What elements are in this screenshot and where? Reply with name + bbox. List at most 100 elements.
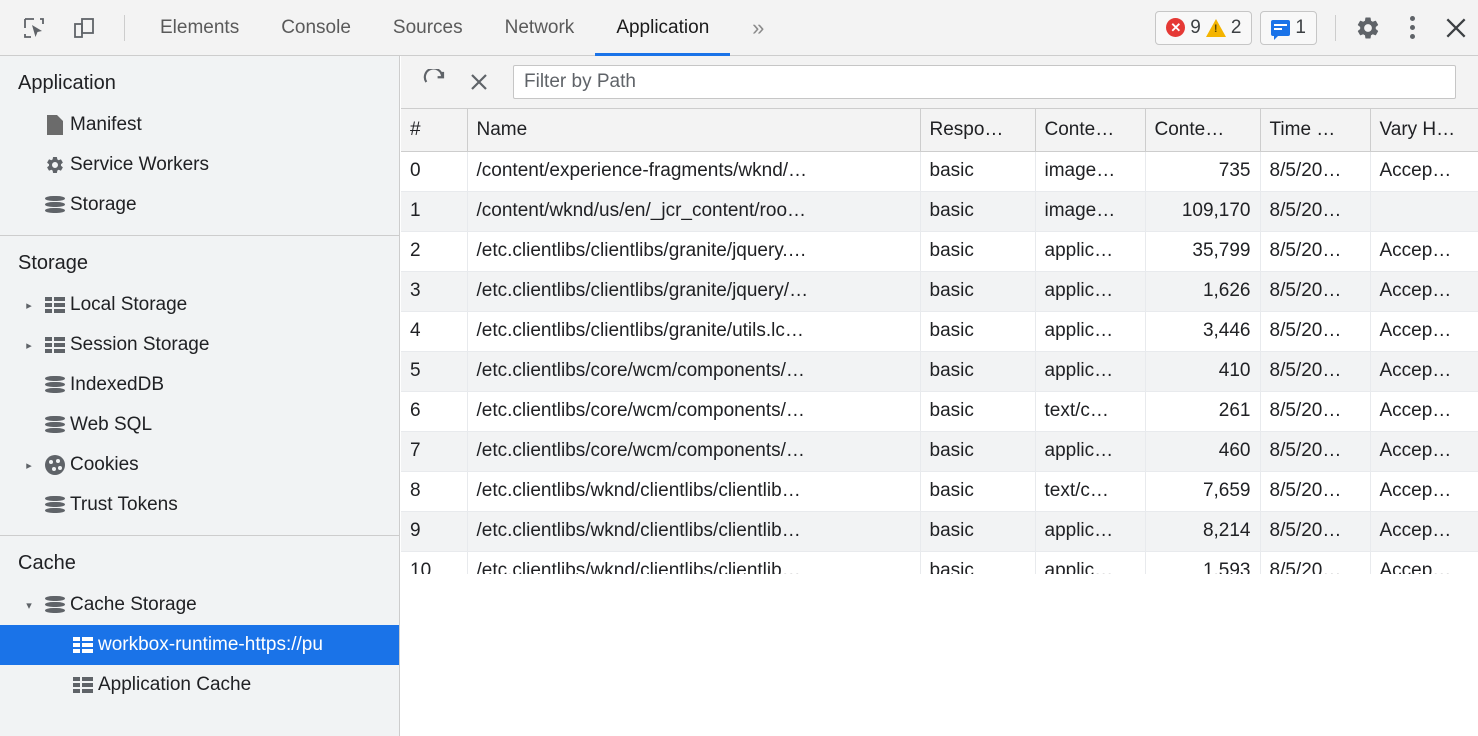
sidebar-item-local-storage[interactable]: ▸ Local Storage — [0, 285, 399, 325]
database-icon — [40, 375, 70, 395]
sidebar-item-storage[interactable]: ▸ Storage — [0, 185, 399, 225]
error-count: 9 — [1190, 17, 1201, 38]
warning-count: 2 — [1230, 17, 1242, 38]
sidebar-section-title-storage: Storage — [18, 252, 89, 274]
cell-index: 4 — [401, 311, 468, 352]
cell-content-length: 7,659 — [1145, 471, 1261, 512]
database-icon — [40, 195, 70, 215]
cell-content-type: image… — [1035, 191, 1146, 232]
sidebar-item-service-workers[interactable]: ▸ Service Workers — [0, 145, 399, 185]
cache-entries-grid[interactable]: # Name Respo… Conte… Conte… Time … Vary … — [401, 109, 1478, 615]
sidebar-item-application-cache[interactable]: ▸ Application Cache — [0, 665, 399, 705]
cell-name: /etc.clientlibs/core/wcm/components/… — [467, 391, 921, 432]
inspect-cursor-icon[interactable] — [12, 6, 56, 50]
sidebar-item-cache-storage[interactable]: ▾ Cache Storage — [0, 585, 399, 625]
error-icon: ✕ — [1166, 18, 1186, 37]
sidebar-item-web-sql[interactable]: ▸ Web SQL — [0, 405, 399, 445]
cell-name: /etc.clientlibs/clientlibs/granite/jquer… — [467, 231, 921, 272]
kebab-dots — [1409, 16, 1415, 39]
cell-vary-header: Accep… — [1370, 231, 1478, 272]
error-warning-counters[interactable]: ✕ 9 2 — [1155, 10, 1253, 45]
table-row[interactable]: 0 /content/experience-fragments/wknd/… b… — [401, 151, 1478, 192]
inspect-cursor-glyph — [24, 17, 44, 38]
cell-index: 3 — [401, 271, 468, 312]
tab-application[interactable]: Application — [595, 0, 731, 56]
chevron-right-icon[interactable]: ▸ — [26, 459, 32, 472]
close-icon[interactable] — [1434, 6, 1478, 50]
cell-content-type: text/c… — [1035, 471, 1146, 512]
table-row[interactable]: 3 /etc.clientlibs/clientlibs/granite/jqu… — [401, 271, 1478, 312]
column-header-index[interactable]: # — [401, 109, 468, 152]
close-glyph — [1446, 18, 1466, 37]
cell-index: 2 — [401, 231, 468, 272]
cell-response-type: basic — [920, 271, 1036, 312]
tab-sources-label: Sources — [392, 16, 463, 38]
kebab-menu-icon[interactable] — [1390, 6, 1434, 50]
cell-vary-header: Accep… — [1370, 431, 1478, 472]
column-header-name[interactable]: Name — [467, 109, 921, 152]
warning-icon — [1205, 18, 1226, 37]
table-row[interactable]: 8 /etc.clientlibs/wknd/clientlibs/client… — [401, 471, 1478, 512]
chevron-down-icon[interactable]: ▾ — [26, 599, 32, 612]
sidebar-item-cookies[interactable]: ▸ Cookies — [0, 445, 399, 485]
cell-content-type: applic… — [1035, 311, 1146, 352]
sidebar-section-cache: Cache ▾ Cache Storage ▸ workbox-runtime-… — [0, 536, 399, 715]
sidebar-section-storage: Storage ▸ Local Storage ▸ Session Storag… — [0, 236, 399, 536]
application-sidebar[interactable]: Application ▸ Manifest ▸ Service Workers… — [0, 56, 400, 736]
cell-vary-header: Accep… — [1370, 311, 1478, 352]
filter-by-path-input[interactable] — [513, 65, 1456, 99]
tab-sources[interactable]: Sources — [372, 0, 484, 56]
cell-index: 6 — [401, 391, 468, 432]
tab-elements-label: Elements — [160, 16, 240, 38]
issues-counter[interactable]: 1 — [1260, 10, 1317, 45]
refresh-icon[interactable] — [413, 60, 457, 104]
table-body: 0 /content/experience-fragments/wknd/… b… — [401, 151, 1478, 615]
table-icon — [40, 297, 70, 313]
column-header-vary-header[interactable]: Vary H… — [1370, 109, 1478, 152]
cell-name: /etc.clientlibs/clientlibs/granite/jquer… — [467, 271, 921, 312]
tab-console[interactable]: Console — [260, 0, 372, 56]
table-row[interactable]: 4 /etc.clientlibs/clientlibs/granite/uti… — [401, 311, 1478, 352]
cell-vary-header: Accep… — [1370, 511, 1478, 552]
device-toolbar-glyph — [74, 17, 94, 38]
chevron-right-icon[interactable]: ▸ — [26, 339, 32, 352]
table-row[interactable]: 5 /etc.clientlibs/core/wcm/components/… … — [401, 351, 1478, 392]
cell-response-type: basic — [920, 351, 1036, 392]
table-row[interactable]: 1 /content/wknd/us/en/_jcr_content/roo… … — [401, 191, 1478, 232]
table-row[interactable]: 9 /etc.clientlibs/wknd/clientlibs/client… — [401, 511, 1478, 552]
table-row[interactable]: 6 /etc.clientlibs/core/wcm/components/… … — [401, 391, 1478, 432]
cell-content-length: 261 — [1145, 391, 1261, 432]
sidebar-item-trust-tokens[interactable]: ▸ Trust Tokens — [0, 485, 399, 525]
device-toolbar-icon[interactable] — [62, 6, 106, 50]
cell-vary-header: Accep… — [1370, 391, 1478, 432]
column-header-response-type[interactable]: Respo… — [920, 109, 1036, 152]
more-tabs-icon[interactable]: » — [730, 0, 786, 56]
database-icon — [40, 495, 70, 515]
sidebar-item-session-storage[interactable]: ▸ Session Storage — [0, 325, 399, 365]
devtools-toolbar: Elements Console Sources Network Applica… — [0, 0, 1478, 56]
sidebar-item-label-storage: Storage — [70, 194, 137, 215]
sidebar-item-indexeddb[interactable]: ▸ IndexedDB — [0, 365, 399, 405]
delete-x-icon[interactable] — [457, 60, 501, 104]
tab-network[interactable]: Network — [484, 0, 596, 56]
sidebar-item-manifest[interactable]: ▸ Manifest — [0, 105, 399, 145]
tab-elements[interactable]: Elements — [139, 0, 260, 56]
column-header-time-cached[interactable]: Time … — [1260, 109, 1371, 152]
cell-response-type: basic — [920, 311, 1036, 352]
chevron-right-icon[interactable]: ▸ — [26, 299, 32, 312]
column-header-content-type[interactable]: Conte… — [1035, 109, 1146, 152]
gear-glyph — [47, 156, 63, 174]
sidebar-section-title-application: Application — [18, 72, 116, 94]
cell-content-type: applic… — [1035, 351, 1146, 392]
column-header-content-length[interactable]: Conte… — [1145, 109, 1261, 152]
cell-response-type: basic — [920, 231, 1036, 272]
issues-count: 1 — [1295, 17, 1306, 38]
sidebar-item-workbox-runtime[interactable]: ▸ workbox-runtime-https://pu — [0, 625, 399, 665]
gear-icon[interactable] — [1346, 6, 1390, 50]
table-row[interactable]: 2 /etc.clientlibs/clientlibs/granite/jqu… — [401, 231, 1478, 272]
table-row[interactable]: 7 /etc.clientlibs/core/wcm/components/… … — [401, 431, 1478, 472]
cell-index: 7 — [401, 431, 468, 472]
cell-vary-header: Accep… — [1370, 271, 1478, 312]
cell-content-length: 460 — [1145, 431, 1261, 472]
cell-content-type: applic… — [1035, 511, 1146, 552]
